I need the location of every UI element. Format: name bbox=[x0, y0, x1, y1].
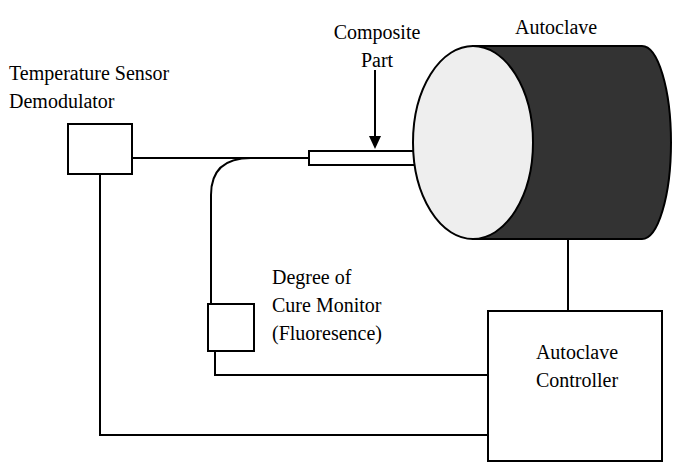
node-label: Autoclave Controller bbox=[509, 338, 645, 394]
connector-line bbox=[567, 240, 569, 310]
cylinder-outline bbox=[412, 45, 672, 240]
connector-line bbox=[100, 175, 487, 435]
autoclave-cylinder: Autoclave bbox=[412, 45, 672, 240]
cure-monitor-box: Degree of Cure Monitor (Fluoresence) bbox=[207, 303, 255, 352]
node-label: Composite Part bbox=[327, 18, 427, 74]
node-label: Autoclave bbox=[515, 13, 655, 41]
leader-arrowhead bbox=[369, 136, 381, 149]
node-label: Degree of Cure Monitor (Fluoresence) bbox=[272, 263, 394, 347]
controller-box: Autoclave Controller bbox=[487, 310, 663, 462]
cylinder-face bbox=[413, 46, 533, 239]
demodulator-box: Temperature Sensor Demodulator bbox=[67, 123, 133, 175]
node-label: Temperature Sensor Demodulator bbox=[9, 59, 209, 115]
connector-line bbox=[215, 352, 487, 375]
leader-line bbox=[374, 70, 376, 138]
